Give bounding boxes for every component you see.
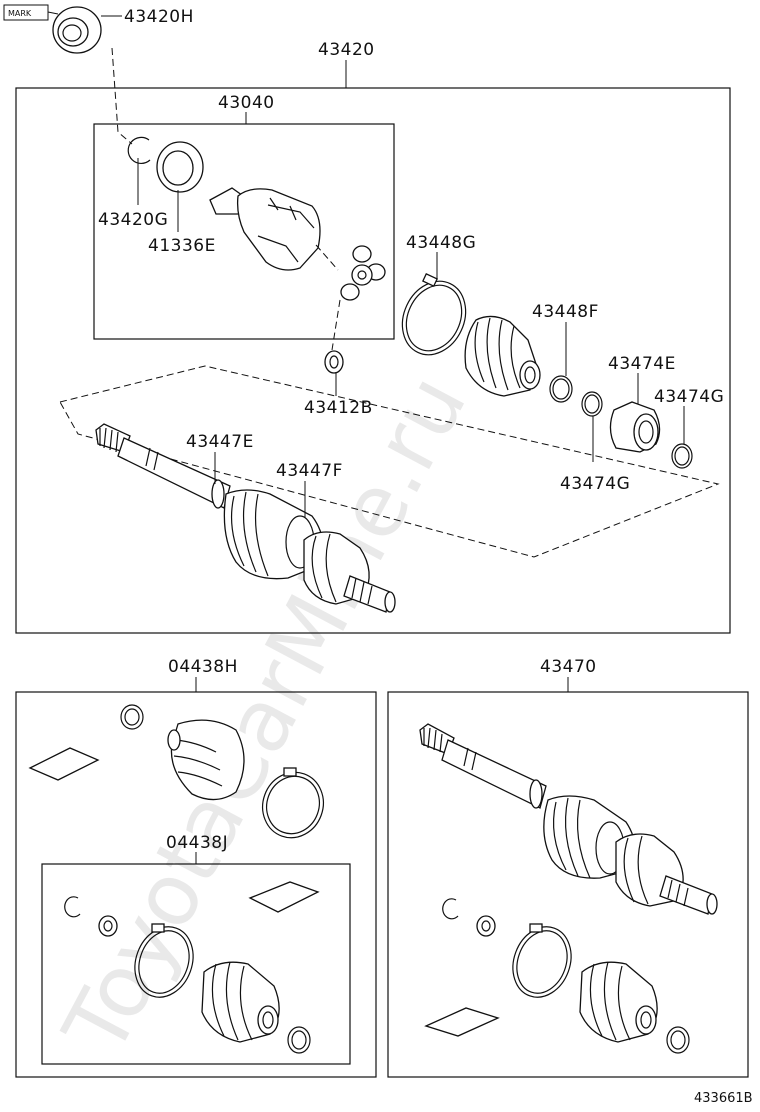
grease-pack-43470[interactable] <box>424 1007 500 1037</box>
footer-code: 433661B <box>694 1091 753 1106</box>
snap-ring-43412B[interactable] <box>324 350 344 374</box>
label-04438J[interactable]: 04438J <box>166 833 228 853</box>
label-43420G[interactable]: 43420G <box>98 210 168 230</box>
label-43447E[interactable]: 43447E <box>186 432 254 452</box>
clamp-large-04438J[interactable] <box>125 919 202 1006</box>
label-43448F[interactable]: 43448F <box>532 302 599 322</box>
assembly-frame-43420 <box>15 87 731 634</box>
boot-clamp-43474G-upper[interactable] <box>671 443 693 469</box>
clamp-small-43470[interactable] <box>666 1026 690 1054</box>
label-41336E[interactable]: 41336E <box>148 236 216 256</box>
boot-04438H[interactable] <box>167 719 245 801</box>
label-43447F[interactable]: 43447F <box>276 461 343 481</box>
inner-joint-frame-43040 <box>93 123 395 340</box>
label-43420H[interactable]: 43420H <box>124 7 194 27</box>
label-43412B[interactable]: 43412B <box>304 398 373 418</box>
boot-clamp-43474G-lower[interactable] <box>581 391 603 417</box>
label-43420[interactable]: 43420 <box>318 40 375 60</box>
label-43470[interactable]: 43470 <box>540 657 597 677</box>
ring-43470[interactable] <box>476 915 496 937</box>
boot-kit-frame-04438J <box>41 863 351 1065</box>
label-04438H[interactable]: 04438H <box>168 657 238 677</box>
ring-04438J[interactable] <box>98 915 118 937</box>
boot-clamp-43448G[interactable] <box>391 271 477 365</box>
grease-pack-04438H[interactable] <box>28 747 100 781</box>
watermark: ToyotaCarMine.ru <box>45 360 486 1071</box>
grease-pack-04438J[interactable] <box>248 881 320 913</box>
mark-label: MARK <box>8 9 32 18</box>
label-43474G-lower[interactable]: 43474G <box>560 474 630 494</box>
inboard-boot[interactable] <box>464 315 541 397</box>
inner-joint-housing[interactable] <box>209 187 321 271</box>
ring-41336E[interactable] <box>156 141 204 193</box>
clamp-large-43470[interactable] <box>503 919 580 1006</box>
label-43448G[interactable]: 43448G <box>406 233 476 253</box>
clamp-small-04438J[interactable] <box>287 1026 311 1054</box>
label-43474E[interactable]: 43474E <box>608 354 676 374</box>
snap-ring-43470[interactable] <box>442 898 459 920</box>
shaft-frame-43470 <box>387 691 749 1078</box>
drive-shaft-main[interactable] <box>95 423 396 613</box>
boot-43470[interactable] <box>579 961 658 1043</box>
boot-kit-frame-04438H <box>15 691 377 1078</box>
mark-tag: MARK <box>3 4 59 21</box>
boot-clamp-43448F[interactable] <box>549 375 573 403</box>
clamp-large-04438H[interactable] <box>254 764 333 847</box>
label-43474G-upper[interactable]: 43474G <box>654 387 724 407</box>
oil-seal-43420H[interactable] <box>52 6 102 54</box>
boot-04438J[interactable] <box>201 961 280 1043</box>
tripod-joint[interactable] <box>340 245 386 301</box>
drive-shaft-43470[interactable] <box>419 723 718 915</box>
clamp-small-04438H[interactable] <box>120 704 144 730</box>
snap-ring-43420G[interactable] <box>127 136 151 164</box>
snap-ring-04438J[interactable] <box>64 896 81 918</box>
damper-43474E[interactable] <box>609 401 661 453</box>
label-43040[interactable]: 43040 <box>218 93 275 113</box>
